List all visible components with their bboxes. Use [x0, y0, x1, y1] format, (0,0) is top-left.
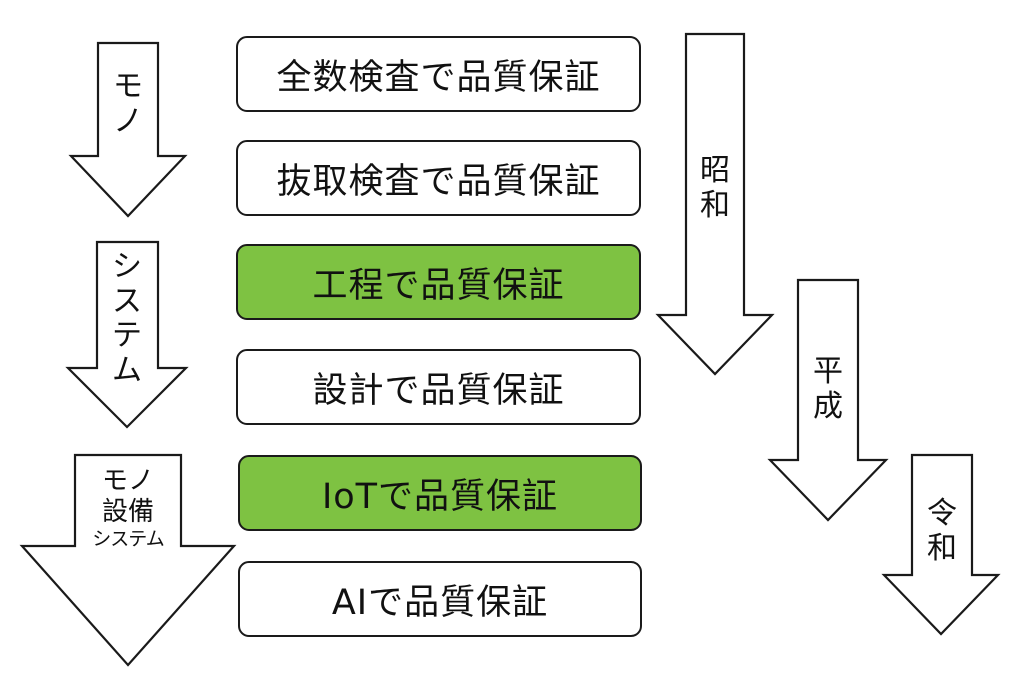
stage-iot: IoTで品質保証 — [238, 455, 642, 531]
mono-equipment-system-label: モノ 設備 システム — [78, 466, 178, 551]
stage-design: 設計で品質保証 — [236, 349, 641, 425]
stage-label: AIで品質保証 — [331, 582, 549, 623]
system-char-2: ス — [112, 283, 142, 319]
stage-label: IoTで品質保証 — [321, 476, 559, 517]
heisei-char-1: 平 — [813, 354, 843, 389]
combined-line-3: システム — [92, 528, 164, 551]
reiwa-label: 令 和 — [926, 496, 958, 566]
mono-char-2: ノ — [113, 103, 143, 139]
showa-char-2: 和 — [700, 187, 730, 223]
system-char-4: ム — [112, 352, 142, 388]
stage-full-inspection: 全数検査で品質保証 — [236, 36, 641, 112]
mono-char-1: モ — [113, 69, 143, 104]
system-char-1: シ — [112, 249, 142, 284]
combined-line-1: モノ — [101, 466, 154, 496]
stage-label: 抜取検査で品質保証 — [276, 161, 601, 202]
system-char-3: テ — [112, 318, 142, 353]
showa-char-1: 昭 — [700, 153, 730, 188]
stage-label: 工程で品質保証 — [312, 265, 565, 306]
stage-label: 設計で品質保証 — [312, 370, 565, 411]
stage-process: 工程で品質保証 — [236, 244, 641, 320]
reiwa-char-1: 令 — [927, 496, 957, 531]
stage-ai: AIで品質保証 — [238, 561, 642, 637]
combined-line-2: 設備 — [101, 497, 154, 528]
showa-label: 昭 和 — [699, 153, 731, 223]
stage-sampling-inspection: 抜取検査で品質保証 — [236, 140, 641, 216]
heisei-char-2: 成 — [813, 388, 843, 424]
stage-label: 全数検査で品質保証 — [276, 57, 601, 98]
mono-label: モ ノ — [113, 69, 143, 139]
heisei-label: 平 成 — [812, 354, 844, 424]
reiwa-char-2: 和 — [927, 530, 957, 566]
system-label: シ ス テ ム — [111, 249, 143, 388]
